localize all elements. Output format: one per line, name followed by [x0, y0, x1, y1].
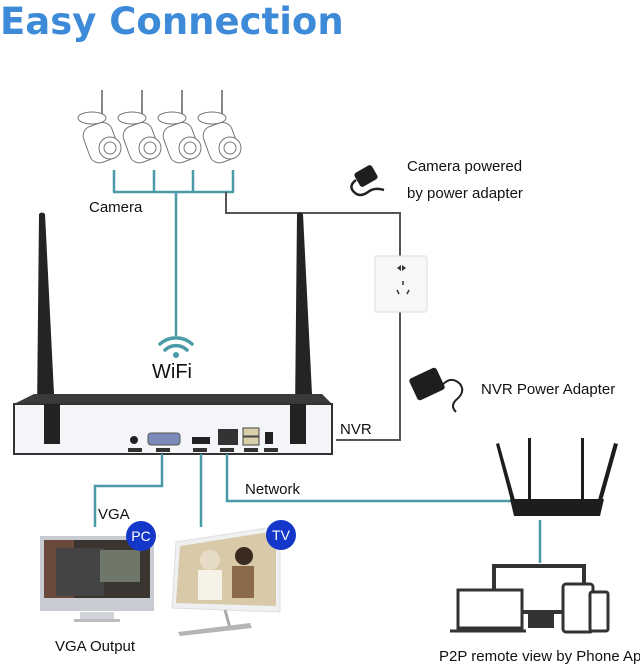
- tv-monitor: [171, 525, 281, 636]
- camera-power-label-line2: by power adapter: [407, 185, 523, 202]
- power-lines: [225, 192, 401, 441]
- camera-icon: [77, 90, 122, 164]
- port-label-hd-out: [193, 448, 207, 452]
- nvr-device: [13, 394, 333, 455]
- nvr-label: NVR: [340, 421, 372, 438]
- vga-label: VGA: [98, 506, 130, 523]
- nvr-power-adapter-icon: [409, 367, 464, 413]
- cameras-group: [77, 90, 242, 164]
- network-label: Network: [245, 481, 301, 498]
- pc-monitor: [40, 536, 154, 622]
- camera-power-adapter-icon: [350, 165, 385, 197]
- nvr-output-lines: [93, 454, 542, 563]
- port-label-wan: [220, 448, 234, 452]
- nvr-power-adapter-label: NVR Power Adapter: [481, 381, 616, 398]
- nvr-antenna-left: [37, 212, 55, 414]
- camera-label: Camera: [89, 199, 143, 216]
- tv-badge: TV: [266, 520, 296, 550]
- wifi-icon: [158, 336, 194, 358]
- nvr-port-labels: [128, 448, 278, 452]
- camera-power-label-line1: Camera powered: [407, 158, 523, 175]
- port-label-usb: [244, 448, 258, 452]
- vga-output-label: VGA Output: [55, 638, 136, 655]
- camera-icon: [157, 90, 202, 164]
- camera-icon: [117, 90, 162, 164]
- port-label-dc12v: [264, 448, 278, 452]
- router-icon: [496, 438, 618, 516]
- wifi-label: WiFi: [152, 361, 192, 383]
- camera-bus-lines: [112, 170, 235, 336]
- pc-badge: PC: [126, 521, 156, 551]
- wall-socket-icon: [374, 255, 428, 313]
- camera-icon: [197, 90, 242, 164]
- nvr-antenna-right: [295, 212, 313, 414]
- page-title: Easy Connection: [0, 0, 344, 43]
- p2p-label: P2P remote view by Phone App: [439, 648, 640, 665]
- port-label-vga: [156, 448, 170, 452]
- port-label-a-out: [128, 448, 142, 452]
- p2p-devices-icon: [450, 564, 610, 634]
